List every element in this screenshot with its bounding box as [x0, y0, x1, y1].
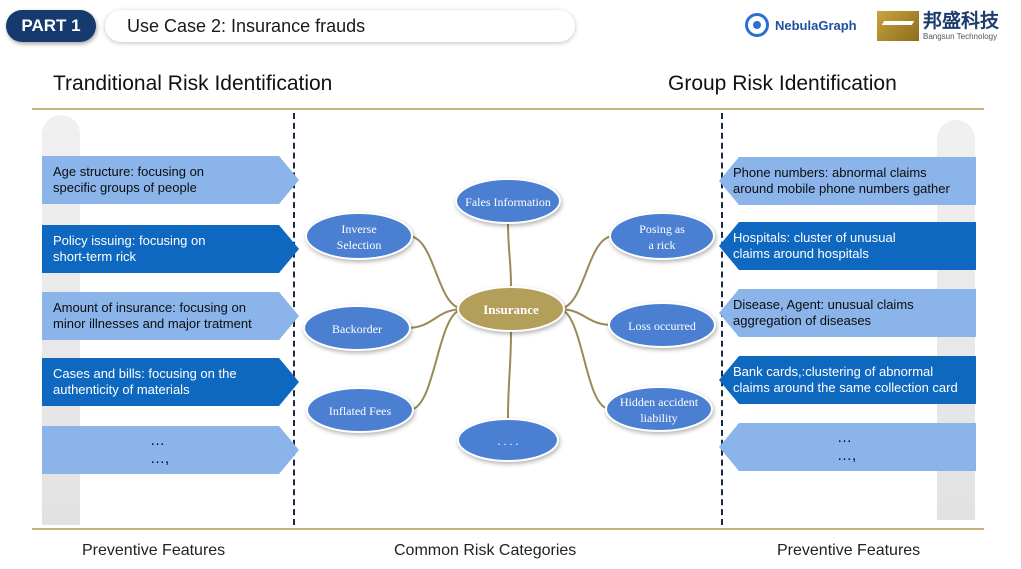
right-feature-4-line2: claims around the same collection card [733, 380, 958, 395]
nebula-logo-text: NebulaGraph [775, 17, 857, 33]
page-title: Use Case 2: Insurance frauds [105, 10, 575, 42]
right-feature-5-line1: … [837, 429, 852, 446]
right-feature-3-line1: Disease, Agent: unusual claims [733, 297, 914, 313]
right-feature-1-line2: around mobile phone numbers gather [733, 181, 950, 196]
mindmap-node-inflated-label-1: Inflated Fees [329, 404, 392, 418]
mindmap-node-backorder-label-1: Backorder [332, 322, 382, 336]
bangsun-logo-en: Bangsun Technology [923, 31, 998, 41]
nebula-icon [745, 13, 769, 37]
mindmap-node-hidden-label-1: Hidden accident [620, 395, 699, 409]
footer-middle-label: Common Risk Categories [394, 542, 577, 559]
left-feature-4-line1: Cases and bills: focusing on the [53, 366, 237, 382]
mindmap-node-dots-label-1: . . . . [498, 434, 519, 448]
left-feature-3-line1: Amount of insurance: focusing on [53, 300, 246, 316]
footer-right-label: Preventive Features [777, 542, 921, 559]
right-dashed-separator [721, 113, 723, 525]
mindmap-node-inverse-label-2: Selection [337, 238, 382, 252]
right-feature-1-line1: Phone numbers: abnormal claims [733, 165, 927, 181]
left-feature-1-line2: specific groups of people [53, 180, 197, 195]
left-feature-arrow-5: ……, [42, 426, 299, 474]
mindmap-edge-loss [557, 308, 614, 326]
right-feature-5-line2: …, [837, 447, 857, 464]
mindmap-center-node: Insurance [457, 286, 565, 332]
right-feature-3-line2: aggregation of diseases [733, 313, 872, 328]
mindmap-node-hidden-label-2: liability [640, 411, 677, 425]
mindmap-node-fales-label-1: Fales Information [465, 195, 551, 209]
bangsun-logo-cn: 邦盛科技 [923, 10, 1000, 32]
bangsun-logo: 邦盛科技 Bangsun Technology [877, 11, 999, 41]
mindmap-node-fales: Fales Information [455, 178, 561, 224]
mindmap-node-posing: Posing as a rick [609, 212, 715, 260]
left-feature-5-line2: …, [150, 450, 170, 467]
left-feature-2-line1: Policy issuing: focusing on [53, 233, 206, 249]
mindmap-edge-fales [507, 222, 512, 288]
mindmap-node-posing-label-1: Posing as [639, 222, 685, 236]
mindmap-center-node-label-1: Insurance [483, 302, 539, 317]
mindmap-edge-posing [557, 235, 615, 310]
mindmap-edge-inverse [407, 235, 465, 310]
mindmap-node-inflated: Inflated Fees [306, 387, 414, 433]
left-feature-1-line1: Age structure: focusing on [53, 164, 205, 180]
right-feature-2-line1: Hospitals: cluster of unusual [733, 230, 896, 246]
page-title-text: Use Case 2: Insurance frauds [127, 15, 366, 36]
left-feature-2-line2: short-term rick [53, 249, 137, 264]
mindmap-node-loss-label-1: Loss occurred [628, 319, 696, 333]
bangsun-icon [877, 11, 919, 41]
mindmap-edge-dots [507, 330, 512, 420]
left-feature-5-line1: … [150, 432, 165, 449]
left-feature-4-line2: authenticity of materials [53, 382, 190, 397]
nebulagraph-logo: NebulaGraph [745, 12, 857, 38]
mindmap-edge-hidden [557, 308, 611, 410]
left-feature-3-line2: minor illnesses and major tratment [53, 316, 252, 331]
top-divider [32, 108, 984, 110]
right-feature-4-line1: Bank cards,:clustering of abnormal [733, 364, 934, 380]
mindmap-edge-inflated [408, 308, 465, 411]
mindmap-node-dots: . . . . [457, 418, 559, 462]
mindmap-node-hidden: Hidden accident liability [605, 386, 713, 432]
mindmap-node-posing-label-2: a rick [649, 238, 676, 252]
bottom-divider [32, 528, 984, 530]
part-badge: PART 1 [6, 10, 96, 42]
mindmap-edge-backorder [405, 308, 465, 329]
left-section-title: Tranditional Risk Identification [53, 72, 333, 95]
mindmap-node-loss: Loss occurred [608, 302, 716, 348]
right-section-title: Group Risk Identification [668, 72, 897, 95]
right-feature-arrow-5: ……, [719, 423, 976, 471]
mindmap-node-inverse-label-1: Inverse [341, 222, 376, 236]
right-feature-2-line2: claims around hospitals [733, 246, 869, 261]
footer-left-label: Preventive Features [82, 542, 226, 559]
mindmap-node-backorder: Backorder [303, 305, 411, 351]
